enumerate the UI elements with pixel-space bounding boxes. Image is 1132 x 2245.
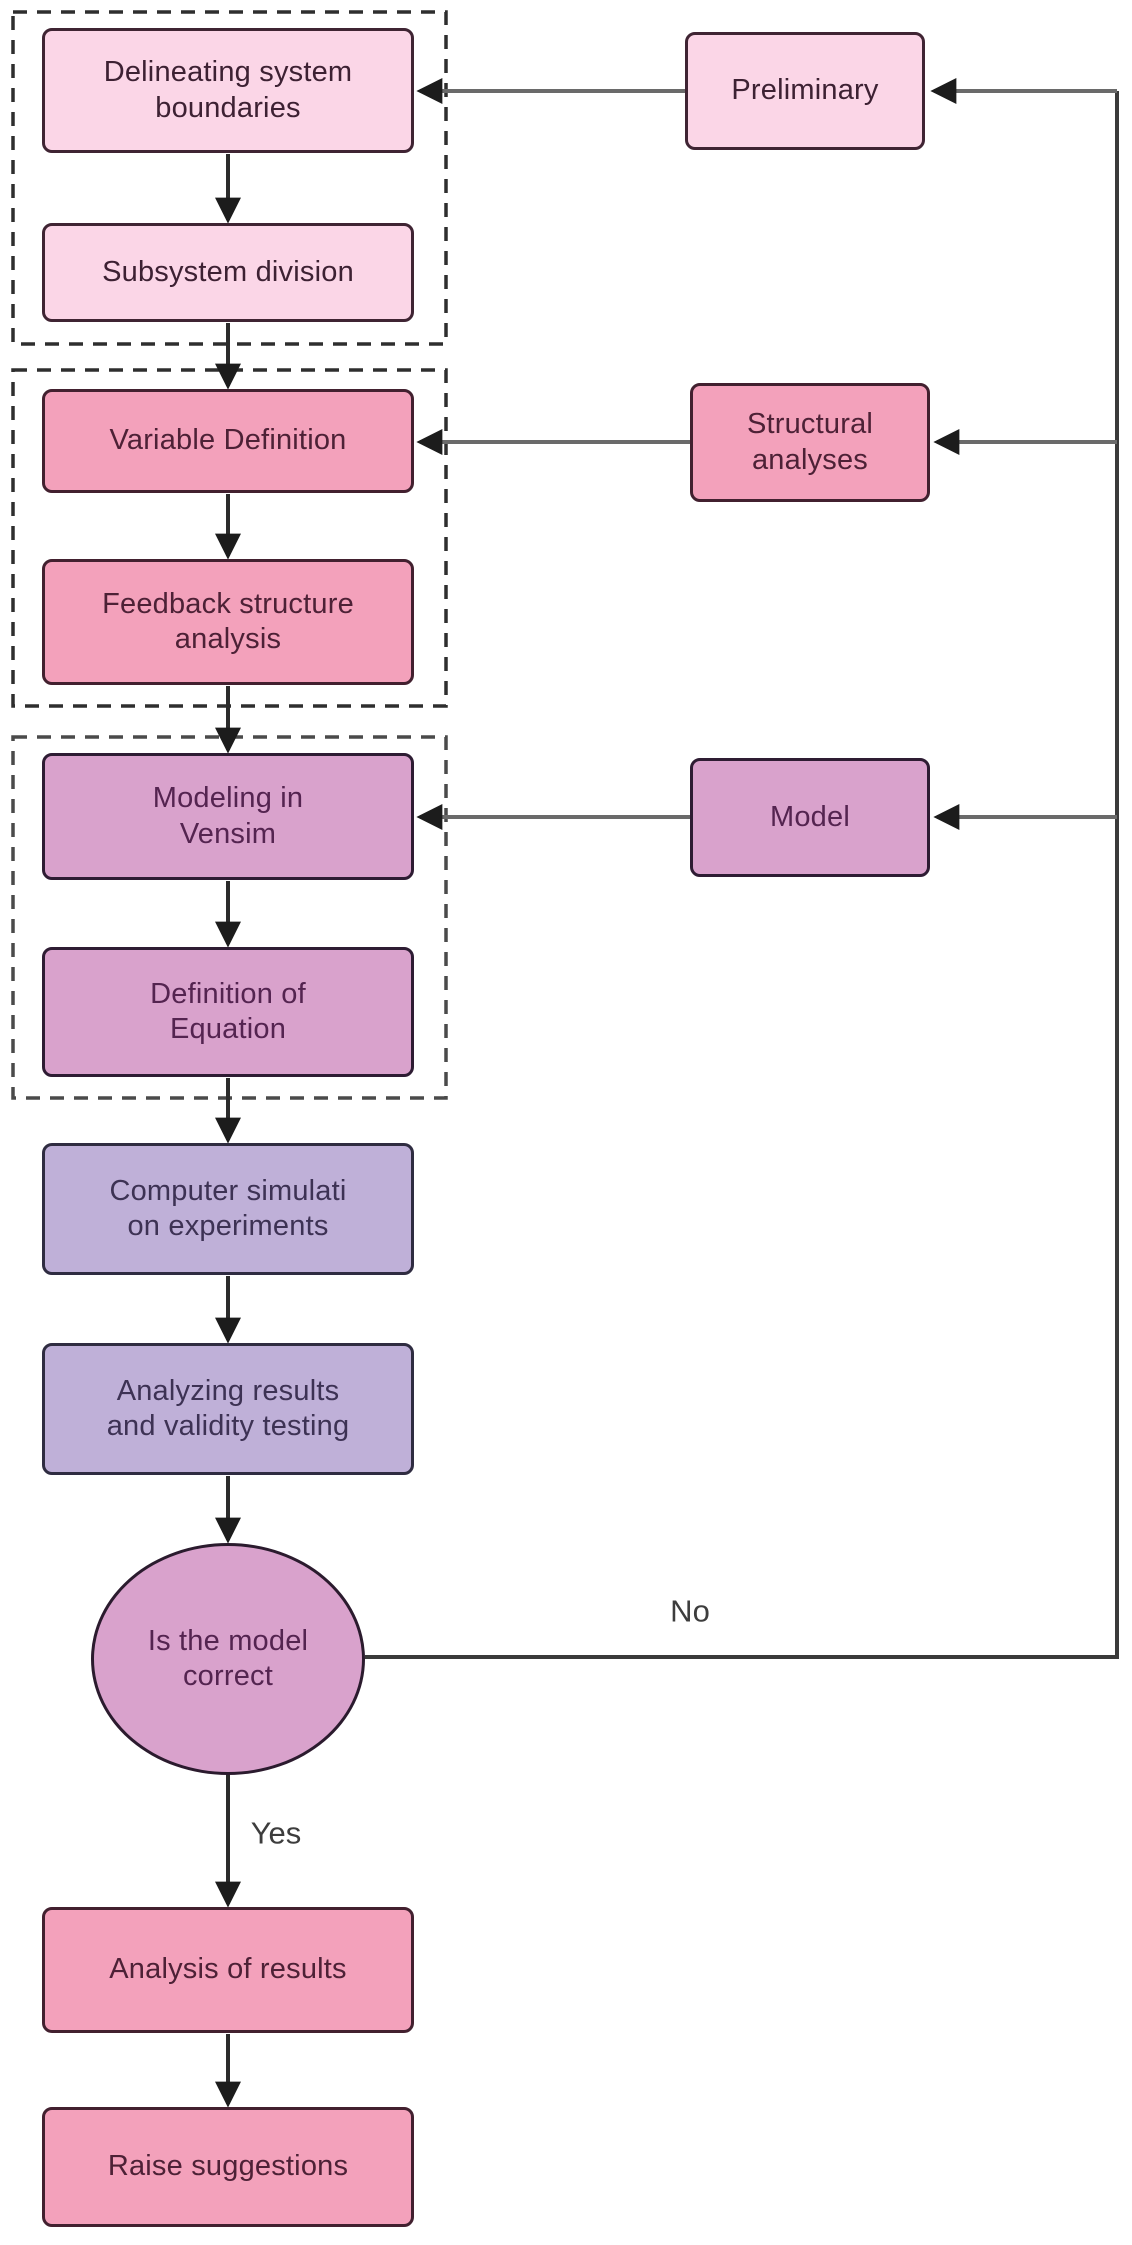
node-computer-simulation-experiments: Computer simulati on experiments: [42, 1143, 414, 1275]
node-raise-suggestions: Raise suggestions: [42, 2107, 414, 2227]
node-delineating-system-boundaries: Delineating system boundaries: [42, 28, 414, 153]
node-preliminary: Preliminary: [685, 32, 925, 150]
label-no: No: [670, 1593, 710, 1629]
edge-layer: [215, 78, 1119, 2108]
node-model: Model: [690, 758, 930, 877]
feedback-line: [365, 91, 1119, 1659]
node-modeling-in-vensim: Modeling in Vensim: [42, 753, 414, 880]
node-feedback-structure-analysis: Feedback structure analysis: [42, 559, 414, 685]
node-analyzing-results-validity-testing: Analyzing results and validity testing: [42, 1343, 414, 1475]
node-structural-analyses: Structural analyses: [690, 383, 930, 502]
label-yes: Yes: [250, 1815, 302, 1851]
group-preliminary-phase: [11, 10, 448, 346]
node-variable-definition: Variable Definition: [42, 389, 414, 493]
decision-is-the-model-correct: Is the model correct: [91, 1543, 365, 1775]
node-definition-of-equation: Definition of Equation: [42, 947, 414, 1077]
node-subsystem-division: Subsystem division: [42, 223, 414, 322]
node-analysis-of-results: Analysis of results: [42, 1907, 414, 2033]
